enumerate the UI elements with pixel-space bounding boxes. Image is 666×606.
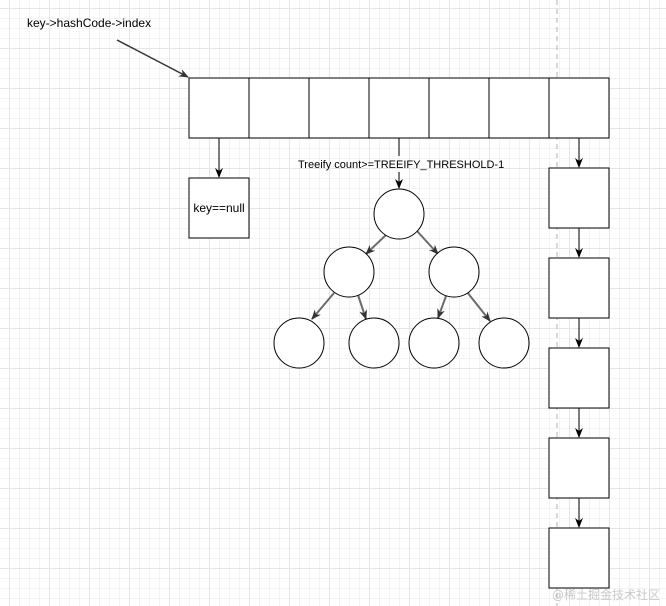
- list-node: [548, 347, 610, 409]
- tree-edge: [437, 295, 447, 319]
- tree-edge: [311, 292, 335, 320]
- tree-node: [428, 246, 480, 298]
- bucket-cell: [188, 77, 250, 139]
- tree-leaf-node: [478, 317, 530, 369]
- list-node: [548, 437, 610, 499]
- tree-root-node: [373, 188, 425, 240]
- tree-edge: [365, 233, 388, 255]
- null-key-label: key==null: [193, 201, 244, 215]
- bucket-cell: [428, 77, 490, 139]
- hash-arrow: [116, 39, 189, 78]
- bucket-cell: [308, 77, 370, 139]
- tree-node: [323, 246, 375, 298]
- list-node: [548, 527, 610, 589]
- bucket-cell: [488, 77, 550, 139]
- tree-edge: [357, 294, 367, 320]
- bucket-cell: [548, 77, 610, 139]
- tree-edge: [416, 230, 439, 255]
- bucket-cell: [248, 77, 310, 139]
- tree-leaf-node: [273, 317, 325, 369]
- hash-label: key->hashCode->index: [27, 16, 151, 30]
- null-key-node: [188, 177, 250, 239]
- list-node: [548, 167, 610, 229]
- treeify-label: Treeify count>=TREEIFY_THRESHOLD-1: [298, 159, 504, 171]
- bucket-cell: [368, 77, 430, 139]
- list-node: [548, 257, 610, 319]
- bucket-array: [188, 77, 610, 139]
- tree-edges: [311, 230, 491, 322]
- tree-leaf-node: [348, 317, 400, 369]
- linked-list: [548, 138, 610, 589]
- watermark: @稀土掘金技术社区: [552, 587, 660, 602]
- tree-nodes: [273, 188, 530, 369]
- tree-edge: [466, 291, 491, 322]
- tree-leaf-node: [408, 317, 460, 369]
